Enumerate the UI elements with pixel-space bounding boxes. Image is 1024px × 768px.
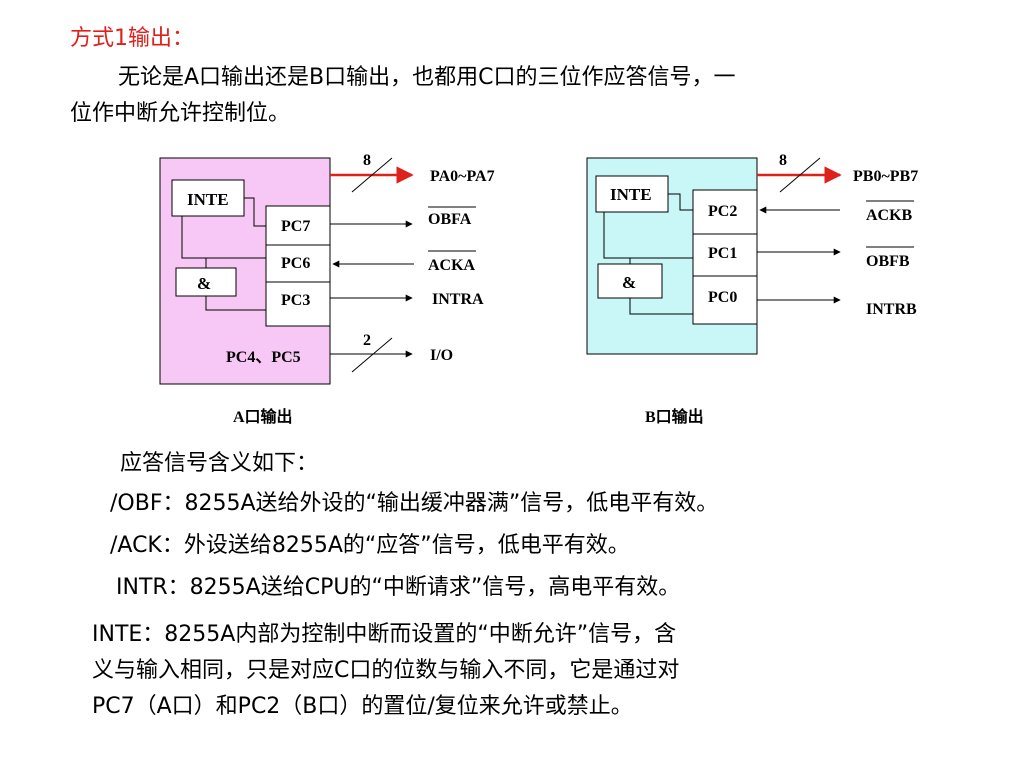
and-label-a: &	[197, 274, 211, 293]
definition-intr: INTR：8255A送给CPU的“中断请求”信号，高电平有效。	[116, 575, 681, 600]
bus-width-b: 8	[779, 152, 787, 169]
bus-label-b: PB0~PB7	[853, 168, 918, 185]
inte-note-line-2: 义与输入相同，只是对应C口的位数与输入不同，它是通过对	[92, 658, 680, 683]
and-gate-a	[175, 267, 237, 297]
pin-pc7: PC7	[281, 218, 310, 235]
signal-intra: INTRA	[432, 291, 484, 308]
bus-label-a: PA0~PA7	[430, 168, 495, 185]
io-width-a: 2	[363, 332, 371, 349]
intro-line-2: 位作中断允许控制位。	[70, 101, 291, 126]
inte-box-a	[171, 179, 245, 217]
and-label-b: &	[622, 273, 636, 292]
signal-acka: ACKA	[428, 257, 476, 274]
caption-a: A口输出	[233, 407, 293, 426]
pin-pc2: PC2	[708, 203, 737, 220]
signal-obfa: OBFA	[428, 211, 472, 228]
diagram-b: INTE PC2 PC1 PC0 & 8 PB0~PB7 ACKB OBFB I…	[586, 152, 918, 426]
inte-note-line-3: PC7（A口）和PC2（B口）的置位/复位来允许或禁止。	[92, 694, 633, 719]
section-title: 应答信号含义如下：	[120, 451, 319, 476]
definition-ack: /ACK：外设送给8255A的“应答”信号，低电平有效。	[110, 533, 630, 558]
port-diagrams: INTE PC7 PC6 PC3 & 8 PA0~PA7 OBFA ACKA I…	[159, 152, 918, 426]
pin-pc0: PC0	[708, 289, 737, 306]
inte-box-b	[595, 175, 669, 213]
pin-stack-a	[265, 205, 331, 327]
io-label-a: I/O	[430, 347, 453, 364]
signal-obfb: OBFB	[866, 253, 910, 270]
signal-ackb: ACKB	[866, 207, 913, 224]
inte-note-line-1: INTE：8255A内部为控制中断而设置的“中断允许”信号，含	[92, 622, 677, 647]
bus-width-a: 8	[363, 152, 371, 169]
pin-pc3: PC3	[281, 292, 310, 309]
pin-stack-b	[692, 189, 758, 325]
slide-title: 方式1输出：	[70, 26, 194, 51]
intro-line-1: 无论是A口输出还是B口输出，也都用C口的三位作应答信号，一	[118, 65, 736, 90]
pin-pc1: PC1	[708, 245, 737, 262]
inte-label-b: INTE	[610, 185, 652, 204]
pin-pc6: PC6	[281, 255, 310, 272]
inte-label-a: INTE	[187, 190, 229, 209]
definition-obf: /OBF：8255A送给外设的“输出缓冲器满”信号，低电平有效。	[110, 491, 719, 516]
signal-intrb: INTRB	[866, 301, 917, 318]
io-pins-a: PC4、PC5	[226, 349, 301, 366]
caption-b: B口输出	[645, 407, 704, 426]
diagram-a: INTE PC7 PC6 PC3 & 8 PA0~PA7 OBFA ACKA I…	[159, 152, 495, 426]
